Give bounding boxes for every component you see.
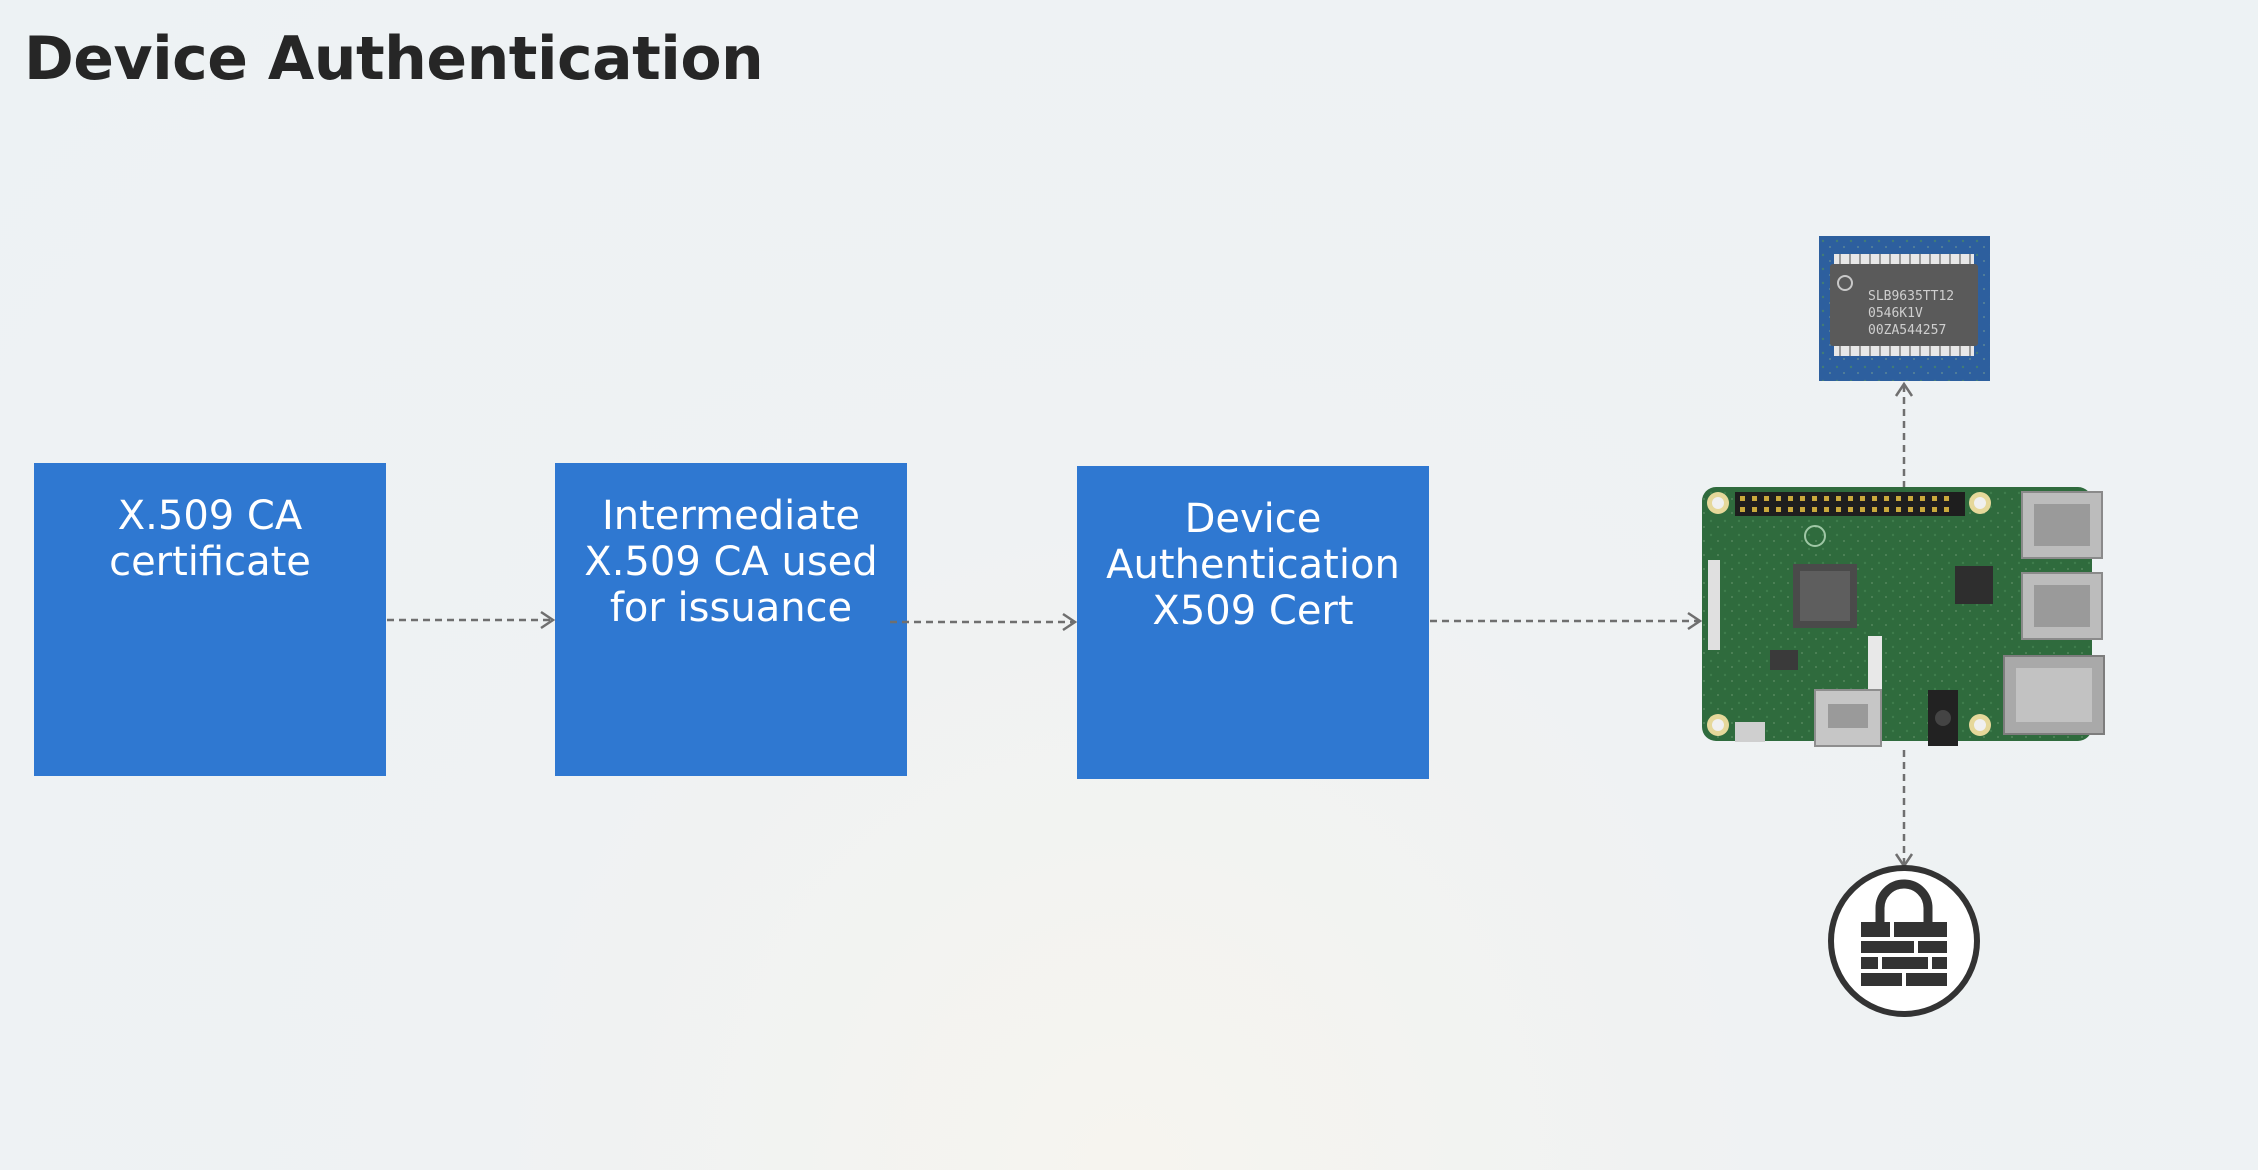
intermediate-ca-box: Intermediate X.509 CA used for issuance — [555, 463, 907, 776]
chip-marking-line: SLB9635TT12 — [1868, 289, 1954, 304]
chip-marking-line: 0546K1V — [1868, 306, 1923, 321]
raspberry-pi-board-image — [1702, 487, 2105, 747]
chip-marking-line: 00ZA544257 — [1868, 323, 1946, 338]
device-authentication-cert-box: Device Authentication X509 Cert — [1077, 466, 1429, 779]
box-label-line: Authentication — [1106, 542, 1400, 588]
slide-title: Device Authentication — [24, 24, 764, 94]
lock-firewall-icon — [1828, 865, 1980, 1017]
box-label-line: Intermediate — [601, 493, 861, 539]
box-label-line: Device — [1184, 496, 1322, 542]
x509-ca-certificate-box: X.509 CA certificate — [34, 463, 386, 776]
tpm-chip-image: SLB9635TT12 0546K1V 00ZA544257 — [1819, 236, 1990, 381]
box-label-line: X.509 CA — [117, 493, 303, 539]
box-label-line: X.509 CA used — [584, 539, 878, 585]
box-label-line: certificate — [109, 539, 311, 585]
box-label-line: X509 Cert — [1152, 588, 1354, 634]
box-label-line: for issuance — [609, 585, 853, 631]
